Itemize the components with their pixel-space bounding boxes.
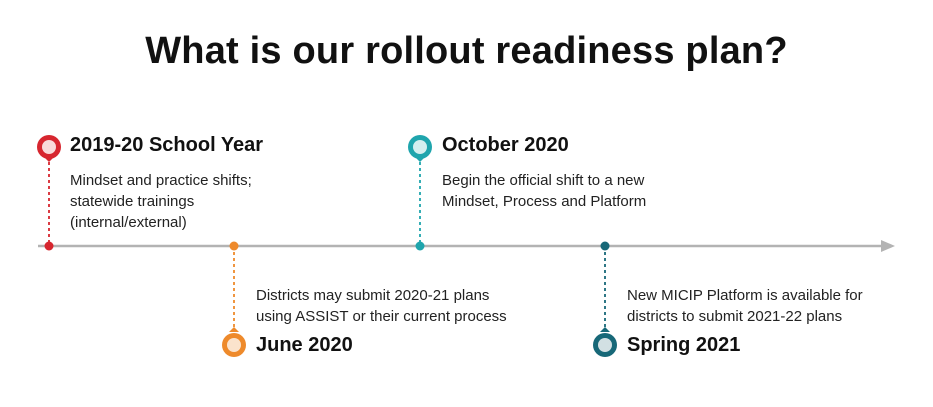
milestone-june-2020 — [222, 241, 246, 357]
map-pin-icon — [408, 135, 432, 162]
description-line: Begin the official shift to a new — [442, 172, 645, 189]
milestone-spring-2021 — [593, 241, 617, 357]
milestone-description: Districts may submit 2020-21 plans using… — [256, 285, 507, 327]
map-pin-icon — [593, 327, 617, 357]
description-line: Mindset and practice shifts; — [70, 172, 252, 189]
description-line: districts to submit 2021-22 plans — [627, 308, 843, 325]
milestone-label: June 2020 — [256, 334, 353, 356]
timeline-dot — [600, 241, 610, 251]
milestone-label: 2019-20 School Year — [70, 134, 264, 156]
milestone-october-2020 — [408, 135, 432, 251]
description-line: Districts may submit 2020-21 plans — [256, 287, 490, 304]
milestone-2019-20 — [37, 135, 61, 251]
description-line: statewide trainings — [70, 193, 195, 210]
description-line: New MICIP Platform is available for — [627, 287, 863, 304]
map-pin-icon — [37, 135, 61, 162]
timeline-arrowhead — [881, 240, 895, 252]
description-line: (internal/external) — [70, 214, 187, 231]
milestone-label: October 2020 — [442, 134, 569, 156]
milestone-description: Begin the official shift to a new Mindse… — [442, 170, 646, 212]
milestone-label: Spring 2021 — [627, 334, 741, 356]
description-line: Mindset, Process and Platform — [442, 193, 647, 210]
page-title: What is our rollout readiness plan? — [145, 30, 788, 72]
milestone-description: Mindset and practice shifts; statewide t… — [70, 170, 252, 233]
timeline-dot — [44, 241, 54, 251]
timeline-dot — [229, 241, 239, 251]
description-line: using ASSIST or their current process — [256, 308, 507, 325]
milestone-description: New MICIP Platform is available for dist… — [627, 285, 863, 327]
map-pin-icon — [222, 327, 246, 357]
timeline-dot — [415, 241, 425, 251]
